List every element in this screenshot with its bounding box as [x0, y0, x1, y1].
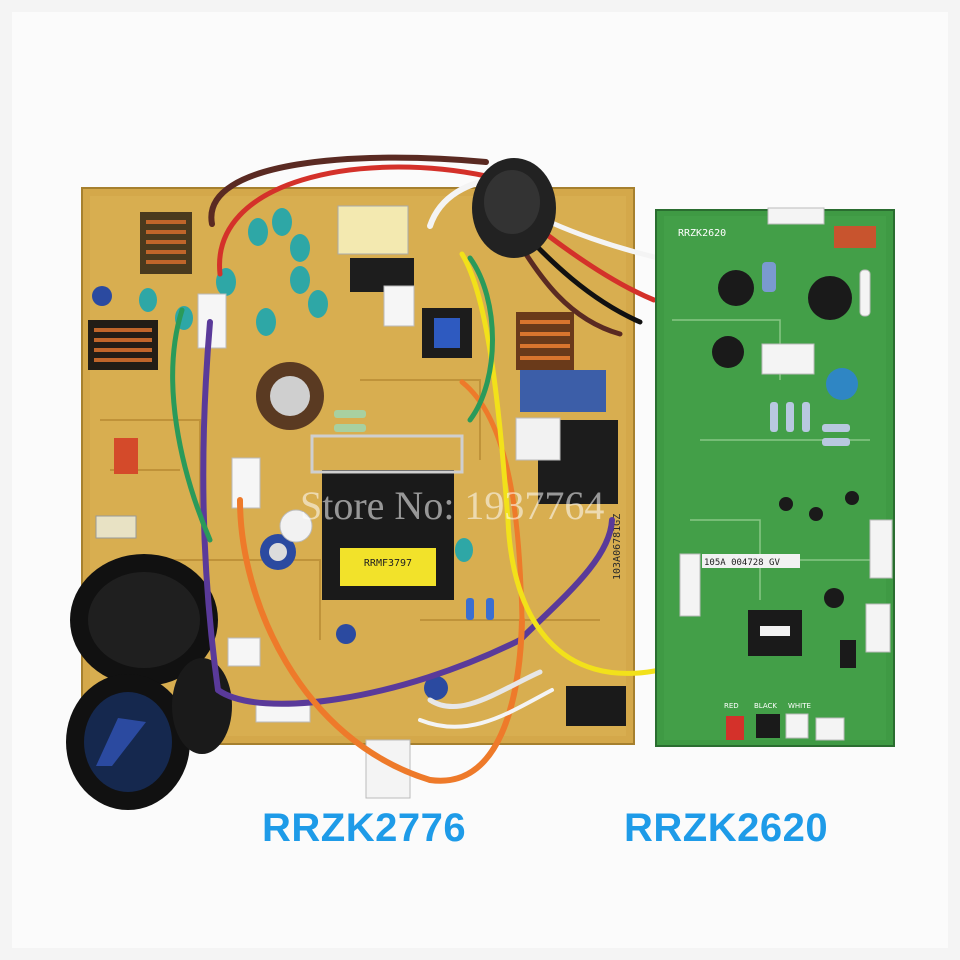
- resistors-right: [770, 402, 850, 446]
- transformer-label-text: RRMF3797: [364, 558, 412, 569]
- right-board-code-text: RRZK2620: [678, 228, 726, 239]
- main-transformer: RRMF3797: [310, 434, 464, 600]
- left-board-model-label: RRZK2776: [262, 806, 467, 850]
- choke-coils: [88, 212, 574, 370]
- resistors-left: [334, 410, 494, 620]
- right-board-sticker-text: 105A 004728 GV: [704, 558, 780, 568]
- right-board-model-label: RRZK2620: [624, 806, 829, 850]
- right-circuit-board: RRZK2620: [655, 207, 895, 747]
- left-board-code-text: 103A06781GZ: [612, 514, 623, 580]
- store-watermark: Store No: 1937764: [300, 483, 605, 528]
- ceramic-capacitors: [139, 208, 473, 562]
- connector-black-label: BLACK: [754, 702, 777, 710]
- connector-red-label: RED: [724, 702, 739, 710]
- bulk-capacitors: [66, 554, 232, 810]
- connector-white-label: WHITE: [788, 702, 811, 710]
